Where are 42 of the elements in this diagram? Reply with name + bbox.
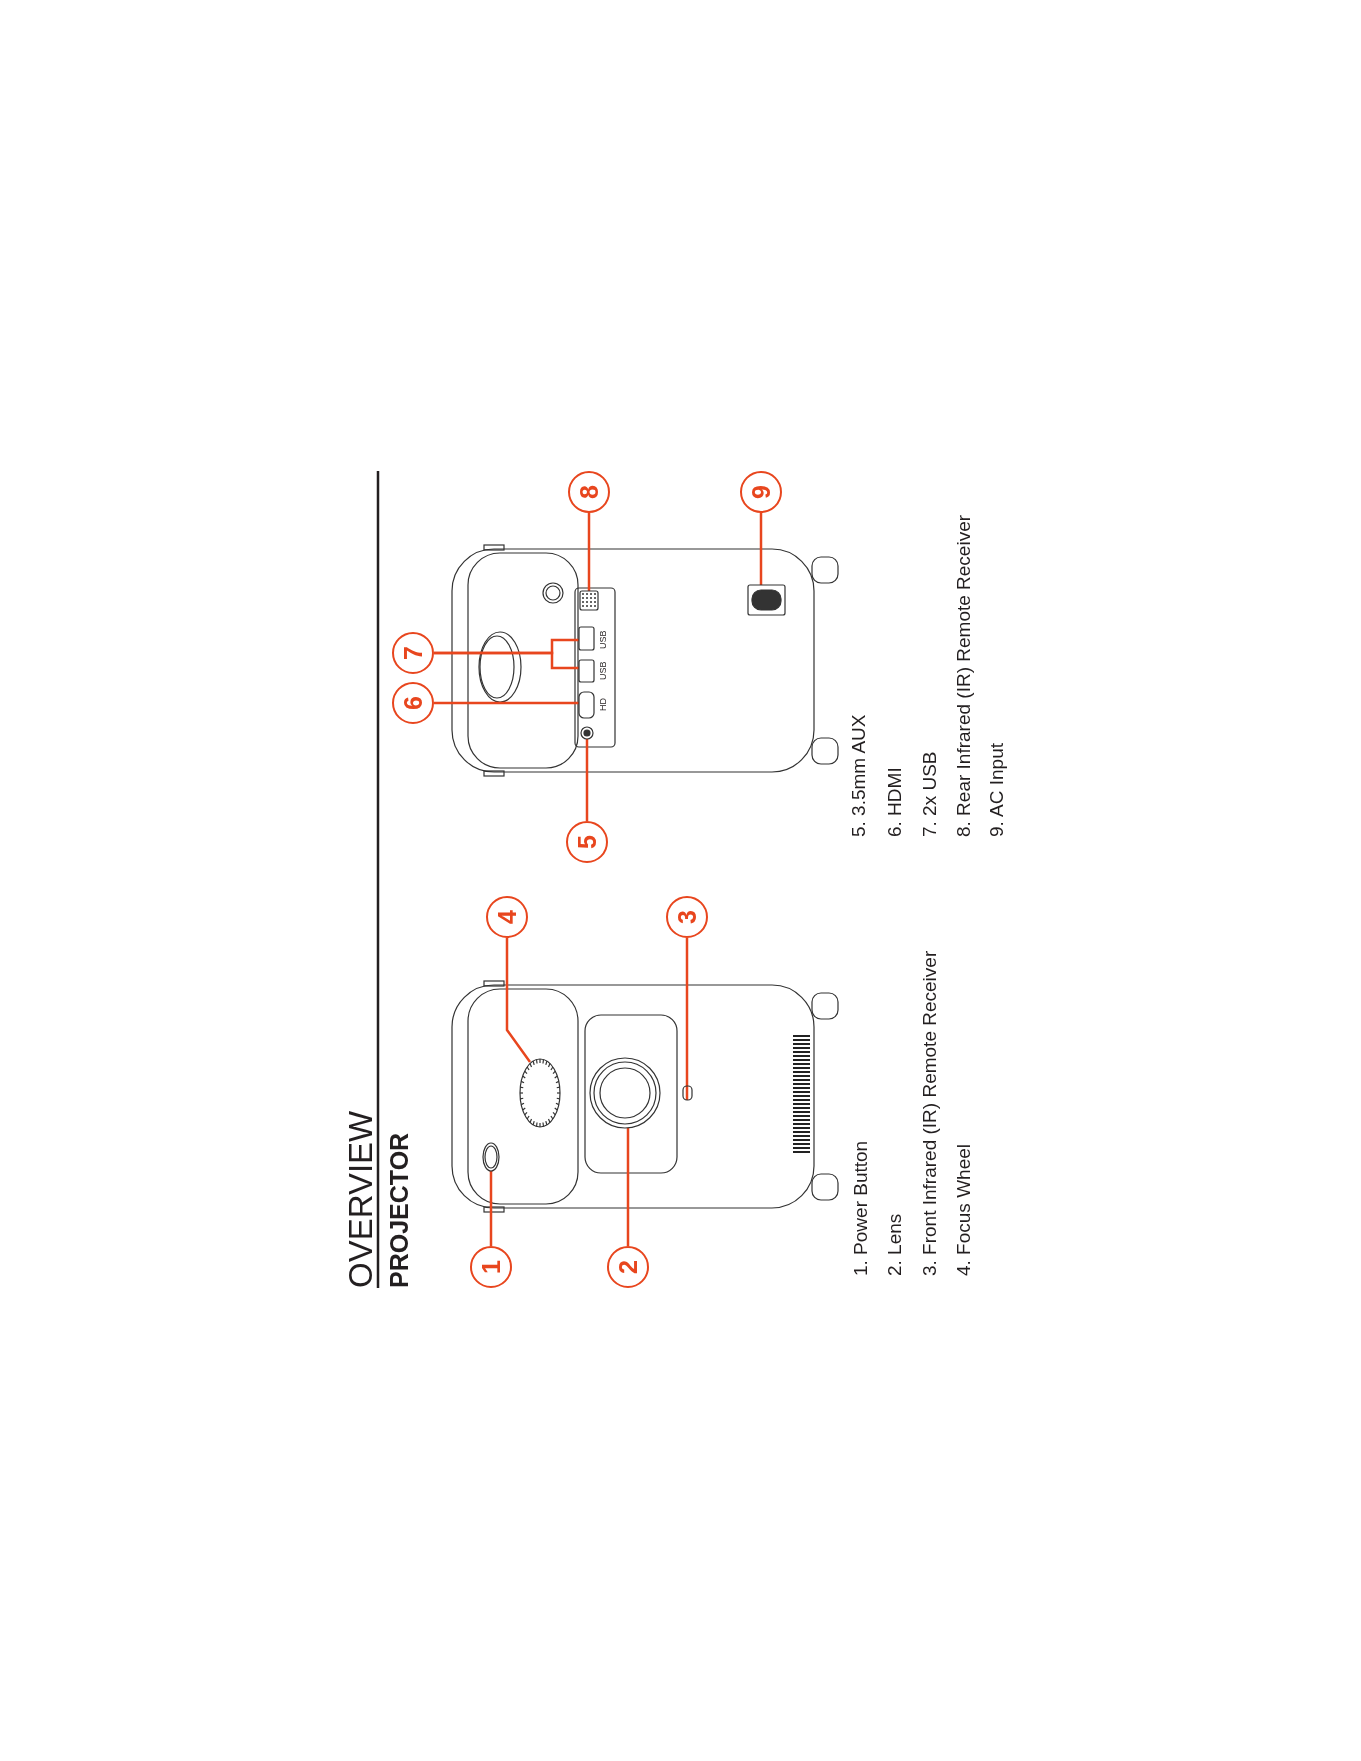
leader-line <box>585 739 589 821</box>
list-item: 6. HDMI <box>884 767 904 837</box>
audio-jack <box>580 726 594 740</box>
list-item: 3. Front Infrared (IR) Remote Receiver <box>919 950 939 1276</box>
section-heading: PROJECTOR <box>387 1132 413 1288</box>
callout-number: 1 <box>470 1246 512 1288</box>
callout-number: 7 <box>392 632 434 674</box>
leader-line <box>759 513 763 585</box>
callout-number: 2 <box>607 1246 649 1288</box>
list-item: 7. 2x USB <box>919 751 939 837</box>
callout-number: 3 <box>666 896 708 938</box>
port-marking: HD <box>599 698 609 711</box>
list-item: 8. Rear Infrared (IR) Remote Receiver <box>953 514 973 837</box>
list-item: 5. 3.5mm AUX <box>848 714 868 837</box>
usb-port <box>578 659 595 683</box>
callout-number: 8 <box>568 471 610 513</box>
port-marking: USB <box>599 630 609 649</box>
leader-line <box>505 938 531 1063</box>
leader-line <box>434 701 579 705</box>
focus-wheel <box>519 1058 561 1128</box>
ir-sensor-window <box>682 1085 693 1101</box>
leader-line <box>587 513 591 591</box>
list-item: 9. AC Input <box>986 743 1006 837</box>
callout-number: 6 <box>392 682 434 724</box>
power-button <box>482 1142 500 1172</box>
list-item: 4. Focus Wheel <box>953 1144 973 1276</box>
callout-number: 9 <box>740 471 782 513</box>
leader-line <box>434 651 579 670</box>
callout-number: 5 <box>566 821 608 863</box>
usb-port <box>578 626 595 651</box>
lens <box>589 1057 661 1129</box>
leader-line <box>489 1171 493 1246</box>
list-item: 2. Lens <box>884 1213 904 1276</box>
leader-line <box>626 1128 630 1246</box>
hdmi-port <box>578 691 595 719</box>
port-marking: USB <box>599 661 609 680</box>
power-socket <box>747 584 786 616</box>
ir-sensor-grid <box>579 590 599 611</box>
page-title: OVERVIEW <box>344 1110 377 1288</box>
callout-number: 4 <box>486 896 528 938</box>
list-item: 1. Power Button <box>850 1140 870 1276</box>
leader-line <box>685 938 689 1100</box>
